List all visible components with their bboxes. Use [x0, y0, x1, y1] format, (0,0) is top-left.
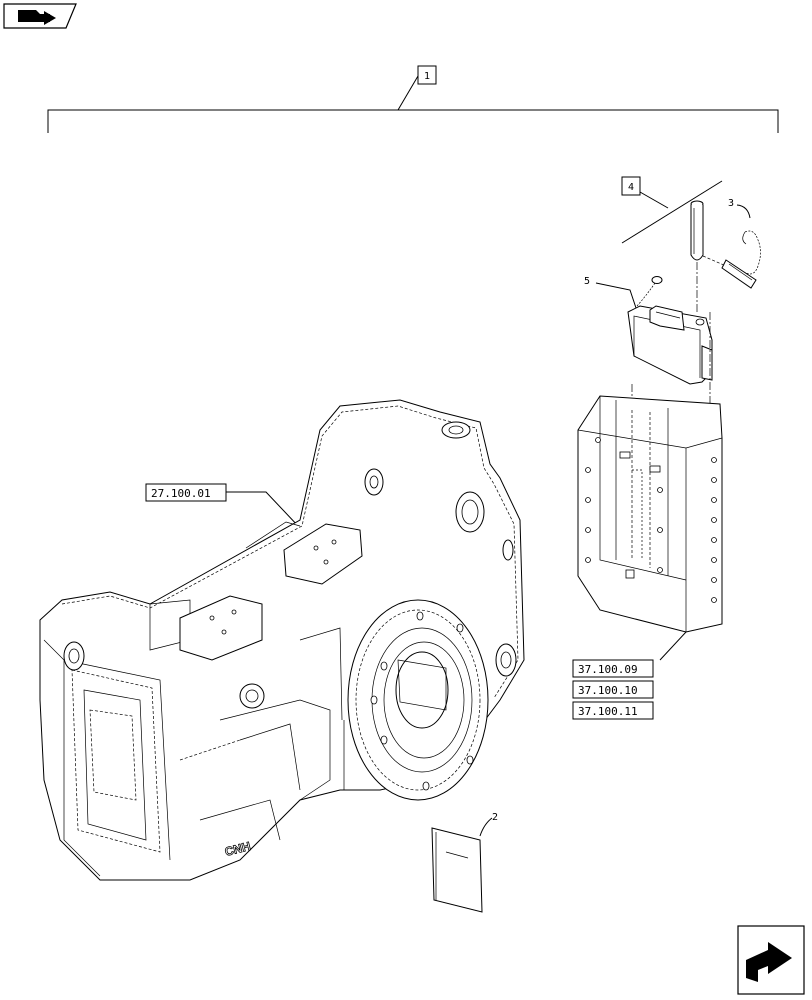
pin-kit-callout: 4 — [621, 176, 723, 244]
manual-2: 2 — [431, 812, 498, 913]
callout-4: 4 — [628, 182, 634, 193]
ref-37-100-09: 37.100.09 — [578, 663, 638, 676]
ref-27-100-01: 27.100.01 — [151, 487, 211, 500]
assembly-bracket: 1 — [47, 65, 779, 133]
hitch-reference-boxes[interactable]: 37.100.09 37.100.10 37.100.11 — [572, 659, 654, 720]
bookmark-nav-button[interactable] — [3, 3, 77, 29]
callout-3: 3 — [728, 198, 734, 209]
ref-37-100-11: 37.100.11 — [578, 705, 638, 718]
hitch-pin — [690, 200, 704, 312]
next-page-button[interactable] — [737, 925, 805, 995]
hitch-plate-5: 5 — [584, 276, 713, 440]
housing-cast-text: CNH — [223, 839, 252, 859]
callout-1: 1 — [424, 71, 430, 82]
next-page-arrow-icon — [746, 942, 792, 982]
bookmark-arrow-icon — [18, 10, 56, 25]
callout-2: 2 — [492, 812, 498, 823]
housing-reference[interactable]: 27.100.01 — [145, 483, 301, 529]
ref-37-100-10: 37.100.10 — [578, 684, 638, 697]
chain-3: 3 — [702, 198, 761, 289]
callout-5: 5 — [584, 276, 590, 287]
transmission-housing: CNH — [39, 399, 525, 881]
hitch-bracket — [577, 395, 723, 661]
